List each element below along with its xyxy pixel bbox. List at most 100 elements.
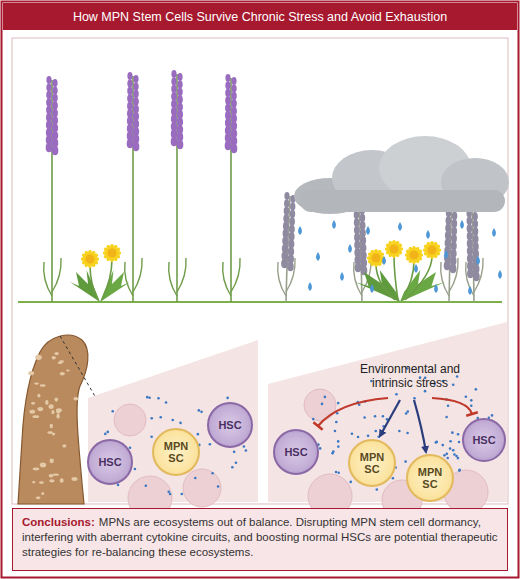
bone-texture bbox=[37, 407, 43, 411]
cytokine-dot bbox=[406, 410, 409, 413]
cloud-base bbox=[300, 190, 505, 212]
title-band bbox=[3, 3, 517, 30]
marrow-panel bbox=[88, 340, 258, 502]
lavender-floret bbox=[177, 88, 183, 96]
bone-texture bbox=[47, 431, 53, 434]
cytokine-dot bbox=[445, 453, 448, 456]
bone-texture bbox=[66, 369, 70, 371]
rain-drop bbox=[366, 226, 370, 235]
cytokine-dot bbox=[470, 399, 473, 402]
rain-cloud bbox=[294, 136, 509, 214]
cytokine-dot bbox=[337, 440, 340, 443]
lavender-floret bbox=[133, 75, 138, 83]
lavender-floret bbox=[133, 82, 138, 90]
lavender-floret bbox=[231, 77, 236, 85]
dandelion-center bbox=[390, 245, 399, 254]
rain-drop bbox=[370, 284, 374, 293]
lavender-leaf bbox=[44, 262, 52, 296]
lavender-leaf bbox=[125, 262, 133, 296]
rain-drop bbox=[414, 264, 418, 273]
background-cell bbox=[183, 469, 221, 507]
cytokine-dot bbox=[458, 469, 461, 472]
lavender-floret bbox=[289, 225, 295, 234]
lavender-floret bbox=[290, 202, 295, 210]
cytokine-dot bbox=[235, 461, 238, 464]
bone-texture bbox=[29, 410, 35, 414]
conclusion-box: Conclusions:MPNs are ecosystems out of b… bbox=[12, 508, 508, 571]
lavender-floret bbox=[127, 139, 134, 148]
lavender-plant bbox=[278, 192, 296, 302]
lavender-floret bbox=[452, 219, 458, 227]
lavender-floret bbox=[281, 259, 288, 268]
dandelion-center bbox=[86, 255, 95, 264]
cytokine-dot bbox=[209, 443, 212, 446]
cytokine-dot bbox=[441, 444, 444, 447]
cytokine-dot bbox=[150, 417, 153, 420]
cell-label: HSC bbox=[284, 446, 307, 458]
cytokine-dot bbox=[197, 433, 200, 436]
lavender-floret bbox=[46, 106, 52, 115]
dandelion-stem bbox=[102, 259, 112, 300]
lavender-floret bbox=[284, 207, 290, 215]
cytokine-dot bbox=[465, 395, 468, 398]
cytokine-dot bbox=[337, 402, 340, 405]
dandelion-stem bbox=[90, 265, 98, 300]
bone-texture bbox=[52, 356, 56, 359]
activation-arrow bbox=[414, 400, 426, 452]
cytokine-dot bbox=[458, 468, 461, 471]
lavender-floret bbox=[284, 192, 289, 200]
lavender-floret bbox=[231, 107, 237, 116]
dandelion-center bbox=[410, 251, 419, 260]
cytokine-dot bbox=[180, 493, 183, 496]
cytokine-dot bbox=[321, 403, 324, 406]
inhibition-bar bbox=[466, 412, 478, 415]
lavender-floret bbox=[171, 100, 177, 109]
cell-label: MPN SC bbox=[415, 466, 445, 490]
bone-texture bbox=[36, 496, 41, 499]
lavender-leaf bbox=[52, 258, 61, 292]
lavender-plant bbox=[44, 76, 61, 302]
lavender-floret bbox=[290, 210, 296, 218]
lavender-floret bbox=[171, 85, 177, 93]
lavender-leaf bbox=[169, 262, 177, 296]
lavender-floret bbox=[52, 146, 59, 155]
cell-label: MPN SC bbox=[161, 440, 191, 464]
lavender-floret bbox=[177, 103, 183, 112]
cytokine-dot bbox=[351, 433, 354, 436]
bone-texture bbox=[56, 414, 59, 419]
cytokine-dot bbox=[374, 415, 377, 418]
mpn-stem-cell: MPN SC bbox=[348, 439, 396, 487]
bone-texture bbox=[49, 479, 54, 482]
cytokine-dot bbox=[446, 457, 449, 460]
activation-arrow bbox=[380, 400, 400, 436]
cytokine-dot bbox=[357, 436, 360, 439]
bone-texture bbox=[53, 473, 59, 475]
dandelion-center bbox=[428, 246, 437, 255]
inhibition-arrow bbox=[318, 398, 388, 426]
cytokine-dot bbox=[435, 441, 438, 444]
lavender-floret bbox=[225, 81, 230, 89]
lavender-floret bbox=[451, 227, 457, 236]
rain-drop bbox=[316, 252, 320, 261]
cytokine-dot bbox=[457, 433, 460, 436]
lavender-floret bbox=[52, 79, 57, 87]
cytokine-dot bbox=[392, 477, 395, 480]
lavender-floret bbox=[444, 261, 451, 270]
rain-drop bbox=[444, 250, 448, 259]
cytokine-dot bbox=[198, 409, 201, 412]
rain-drop bbox=[434, 284, 438, 293]
rain bbox=[298, 220, 502, 295]
lavender-floret bbox=[177, 80, 182, 88]
cytokine-dot bbox=[211, 472, 214, 475]
lavender-floret bbox=[127, 94, 133, 102]
cytokine-dot bbox=[377, 435, 380, 438]
lavender-floret bbox=[467, 269, 474, 278]
hsc-cell: HSC bbox=[87, 439, 133, 485]
cytokine-dot bbox=[165, 401, 168, 404]
lavender-floret bbox=[452, 212, 458, 220]
lavender-floret bbox=[225, 141, 232, 150]
cytokine-dot bbox=[449, 440, 452, 443]
bone-texture bbox=[62, 444, 66, 447]
lavender-floret bbox=[46, 83, 51, 91]
